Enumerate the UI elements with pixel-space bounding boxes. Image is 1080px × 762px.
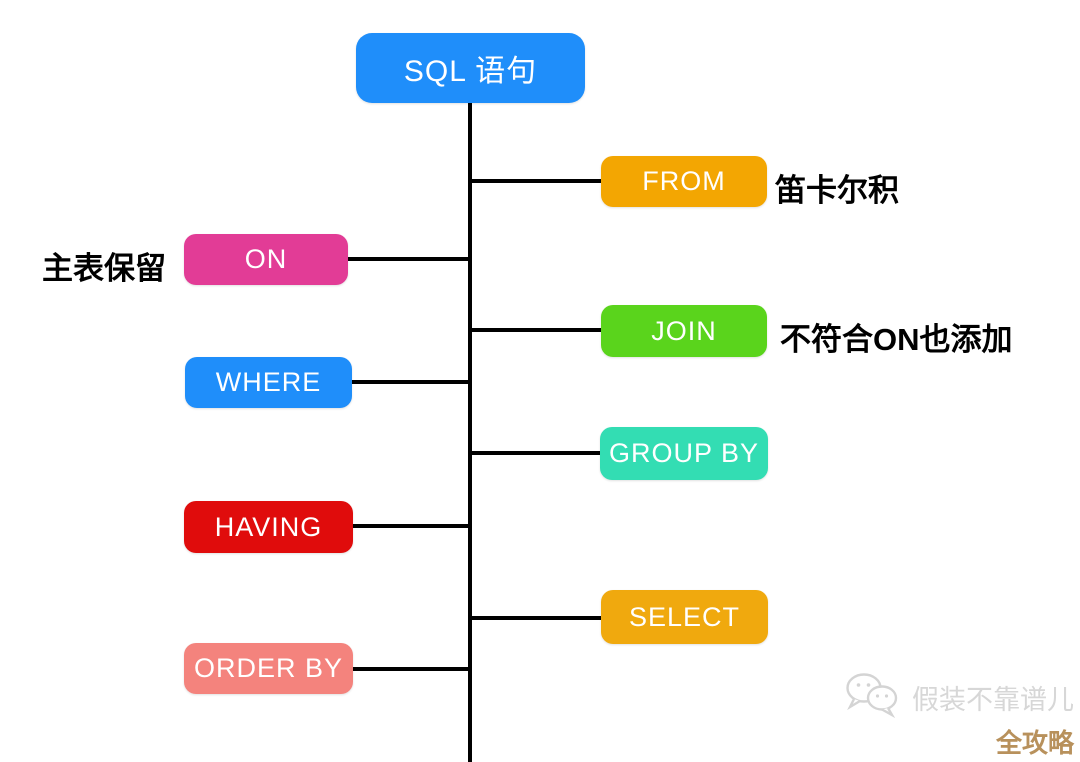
annotation-from: 笛卡尔积 bbox=[775, 173, 899, 208]
connector-line-from bbox=[470, 179, 601, 183]
connector-line-order-by bbox=[353, 667, 470, 671]
trunk-line bbox=[468, 103, 472, 762]
connector-line-select bbox=[470, 616, 601, 620]
annotation-on: 主表保留 bbox=[42, 251, 166, 286]
connector-line-having bbox=[353, 524, 470, 528]
node-having: HAVING bbox=[184, 501, 353, 553]
node-sql-statement: SQL 语句 bbox=[356, 33, 585, 103]
node-group-by: GROUP BY bbox=[600, 427, 768, 480]
watermark-badge: 全攻略 bbox=[995, 728, 1074, 758]
watermark-account-name: 假装不靠谱儿 bbox=[912, 685, 1074, 715]
annotation-join: 不符合ON也添加 bbox=[780, 322, 1013, 357]
watermark: 假装不靠谱儿 全攻略 bbox=[844, 672, 1074, 760]
connector-line-group-by bbox=[470, 451, 601, 455]
node-from: FROM bbox=[601, 156, 767, 207]
node-where: WHERE bbox=[185, 357, 352, 408]
node-select: SELECT bbox=[601, 590, 768, 644]
connector-line-join bbox=[470, 328, 601, 332]
wechat-icon bbox=[844, 672, 904, 723]
node-join: JOIN bbox=[601, 305, 767, 357]
connector-line-on bbox=[348, 257, 470, 261]
connector-line-where bbox=[352, 380, 470, 384]
node-order-by: ORDER BY bbox=[184, 643, 353, 694]
node-on: ON bbox=[184, 234, 348, 285]
